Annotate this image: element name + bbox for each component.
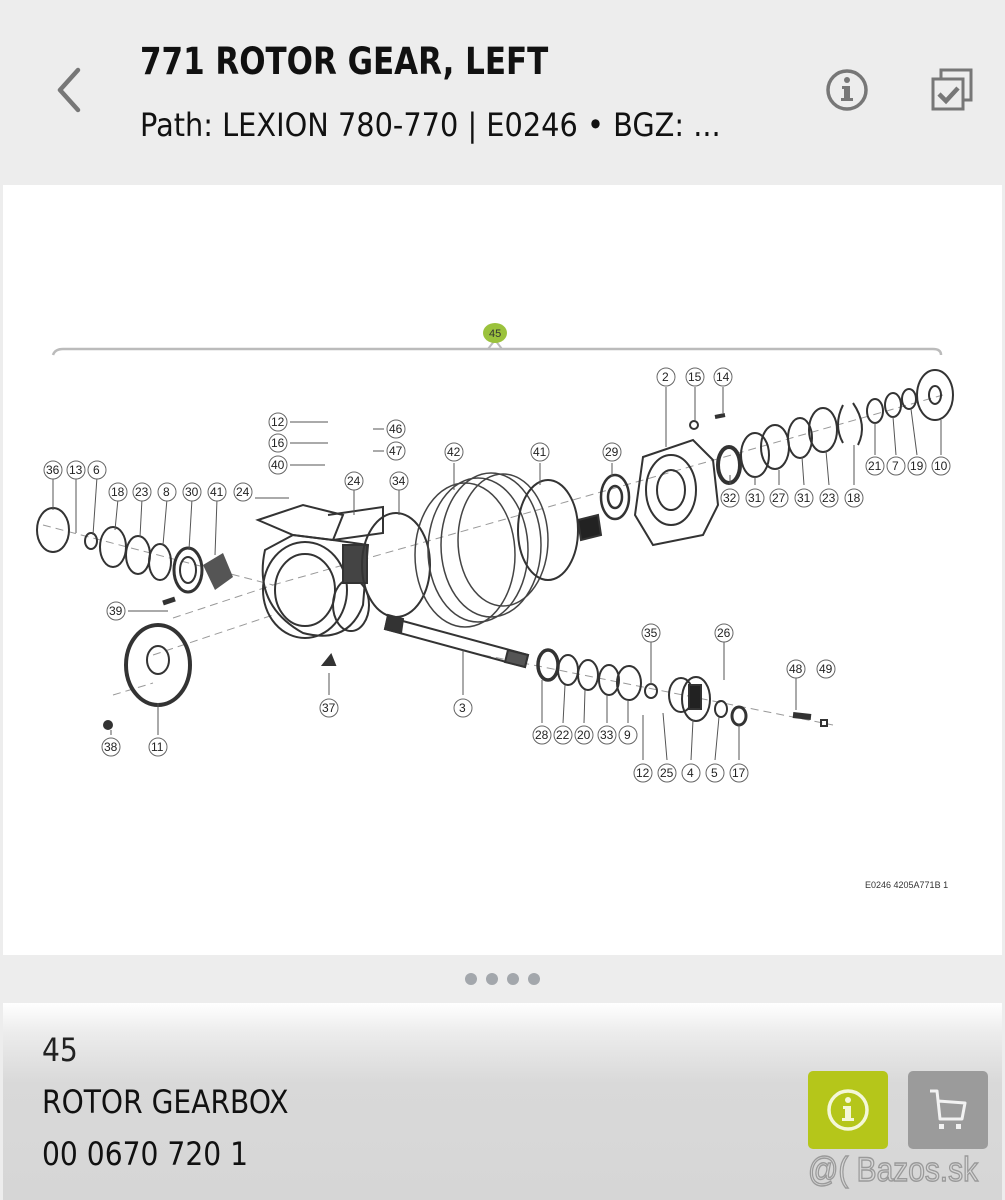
multi-select-check-icon bbox=[931, 68, 973, 111]
svg-text:15: 15 bbox=[688, 370, 702, 384]
svg-text:17: 17 bbox=[732, 766, 746, 780]
svg-text:34: 34 bbox=[392, 474, 406, 488]
svg-text:28: 28 bbox=[535, 728, 549, 742]
svg-text:21: 21 bbox=[868, 459, 882, 473]
svg-text:12: 12 bbox=[271, 415, 285, 429]
svg-text:41: 41 bbox=[210, 485, 224, 499]
svg-text:25: 25 bbox=[660, 766, 674, 780]
svg-text:22: 22 bbox=[556, 728, 570, 742]
multi-select-button[interactable] bbox=[928, 66, 976, 114]
part-info-button[interactable] bbox=[808, 1071, 888, 1149]
drawing-code: E0246 4205A771B 1 bbox=[865, 880, 949, 890]
exploded-parts-diagram[interactable]: 45 bbox=[3, 185, 1002, 955]
svg-text:48: 48 bbox=[789, 662, 803, 676]
svg-text:38: 38 bbox=[104, 740, 118, 754]
svg-text:23: 23 bbox=[822, 491, 836, 505]
svg-text:7: 7 bbox=[892, 459, 899, 473]
svg-text:4: 4 bbox=[687, 766, 694, 780]
watermark: @( Bazos.sk bbox=[807, 1150, 979, 1189]
svg-text:49: 49 bbox=[819, 662, 833, 676]
svg-text:47: 47 bbox=[389, 444, 403, 458]
svg-text:14: 14 bbox=[716, 370, 730, 384]
svg-text:24: 24 bbox=[347, 474, 361, 488]
svg-text:45: 45 bbox=[489, 328, 501, 340]
svg-text:12: 12 bbox=[636, 766, 650, 780]
part-detail-panel: 45 ROTOR GEARBOX 00 0670 720 1 @( Bazos.… bbox=[3, 1003, 1002, 1200]
page-dot-3[interactable] bbox=[507, 973, 519, 985]
svg-text:30: 30 bbox=[185, 485, 199, 499]
svg-text:33: 33 bbox=[600, 728, 614, 742]
svg-text:29: 29 bbox=[605, 445, 619, 459]
svg-text:9: 9 bbox=[624, 728, 631, 742]
svg-text:6: 6 bbox=[93, 463, 100, 477]
svg-text:26: 26 bbox=[717, 626, 731, 640]
svg-text:27: 27 bbox=[772, 491, 786, 505]
svg-text:24: 24 bbox=[236, 485, 250, 499]
gearbox-drawing: 45 bbox=[36, 323, 954, 783]
svg-text:36: 36 bbox=[46, 463, 60, 477]
svg-text:42: 42 bbox=[447, 445, 461, 459]
svg-text:16: 16 bbox=[271, 436, 285, 450]
info-circle-icon bbox=[826, 69, 868, 111]
svg-text:31: 31 bbox=[797, 491, 811, 505]
page-dot-1[interactable] bbox=[465, 973, 477, 985]
svg-text:3: 3 bbox=[459, 701, 466, 715]
back-button[interactable] bbox=[50, 62, 90, 118]
add-to-cart-button[interactable] bbox=[908, 1071, 988, 1149]
page-dot-4[interactable] bbox=[528, 973, 540, 985]
svg-text:35: 35 bbox=[644, 626, 658, 640]
info-circle-icon bbox=[827, 1089, 869, 1131]
svg-text:13: 13 bbox=[69, 463, 83, 477]
svg-text:10: 10 bbox=[934, 459, 948, 473]
svg-text:5: 5 bbox=[711, 766, 718, 780]
svg-text:20: 20 bbox=[577, 728, 591, 742]
info-button[interactable] bbox=[823, 66, 871, 114]
svg-text:2: 2 bbox=[662, 370, 669, 384]
svg-text:18: 18 bbox=[111, 485, 125, 499]
svg-text:11: 11 bbox=[151, 740, 164, 754]
svg-text:32: 32 bbox=[723, 491, 737, 505]
svg-text:23: 23 bbox=[135, 485, 149, 499]
part-callouts[interactable]: 36 13 6 18 23 8 30 41 24 12 16 40 46 47 … bbox=[43, 367, 951, 783]
chevron-left-icon bbox=[57, 67, 81, 113]
shopping-cart-icon bbox=[930, 1089, 967, 1129]
svg-text:18: 18 bbox=[847, 491, 861, 505]
part-number: 00 0670 720 1 bbox=[42, 1135, 249, 1173]
header: 771 ROTOR GEAR, LEFT Path: LEXION 780-77… bbox=[0, 0, 1005, 185]
page-dot-2[interactable] bbox=[486, 973, 498, 985]
page-title: 771 ROTOR GEAR, LEFT bbox=[140, 40, 549, 83]
svg-text:19: 19 bbox=[910, 459, 924, 473]
svg-text:41: 41 bbox=[533, 445, 547, 459]
svg-text:37: 37 bbox=[322, 701, 336, 715]
svg-text:31: 31 bbox=[748, 491, 762, 505]
breadcrumb-path: Path: LEXION 780-770 | E0246 • BGZ: ... bbox=[140, 106, 721, 144]
svg-text:40: 40 bbox=[271, 458, 285, 472]
page-indicator bbox=[0, 955, 1005, 1003]
part-position-number: 45 bbox=[42, 1031, 78, 1069]
svg-text:46: 46 bbox=[389, 422, 403, 436]
svg-text:39: 39 bbox=[109, 604, 123, 618]
svg-text:8: 8 bbox=[163, 485, 170, 499]
assembly-callout-45[interactable]: 45 bbox=[483, 323, 507, 343]
part-name: ROTOR GEARBOX bbox=[42, 1083, 289, 1121]
